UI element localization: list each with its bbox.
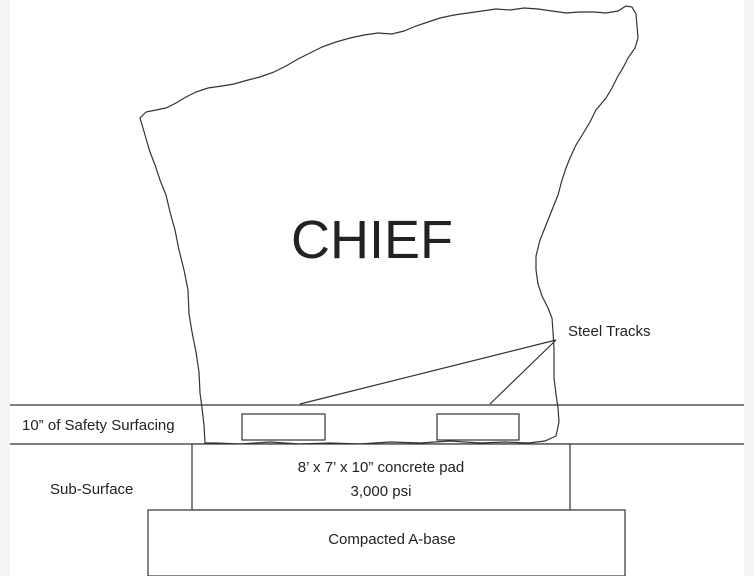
steel-track-right [436, 413, 520, 441]
compacted-base-label: Compacted A-base [328, 531, 456, 548]
sub-surface-label: Sub-Surface [50, 481, 133, 498]
safety-surfacing-label: 10” of Safety Surfacing [22, 417, 175, 434]
compacted-base [147, 509, 626, 576]
concrete-pad-label-line1: 8’ x 7’ x 10” concrete pad [298, 459, 464, 476]
boulder-outline [139, 5, 639, 445]
leader-line-left [299, 339, 557, 405]
steel-track-left [241, 413, 326, 441]
boulder-name: CHIEF [291, 210, 453, 270]
concrete-pad-label-line2: 3,000 psi [351, 483, 412, 500]
concrete-pad [191, 443, 571, 511]
steel-tracks-label: Steel Tracks [568, 323, 651, 340]
leader-line-right [489, 339, 557, 405]
